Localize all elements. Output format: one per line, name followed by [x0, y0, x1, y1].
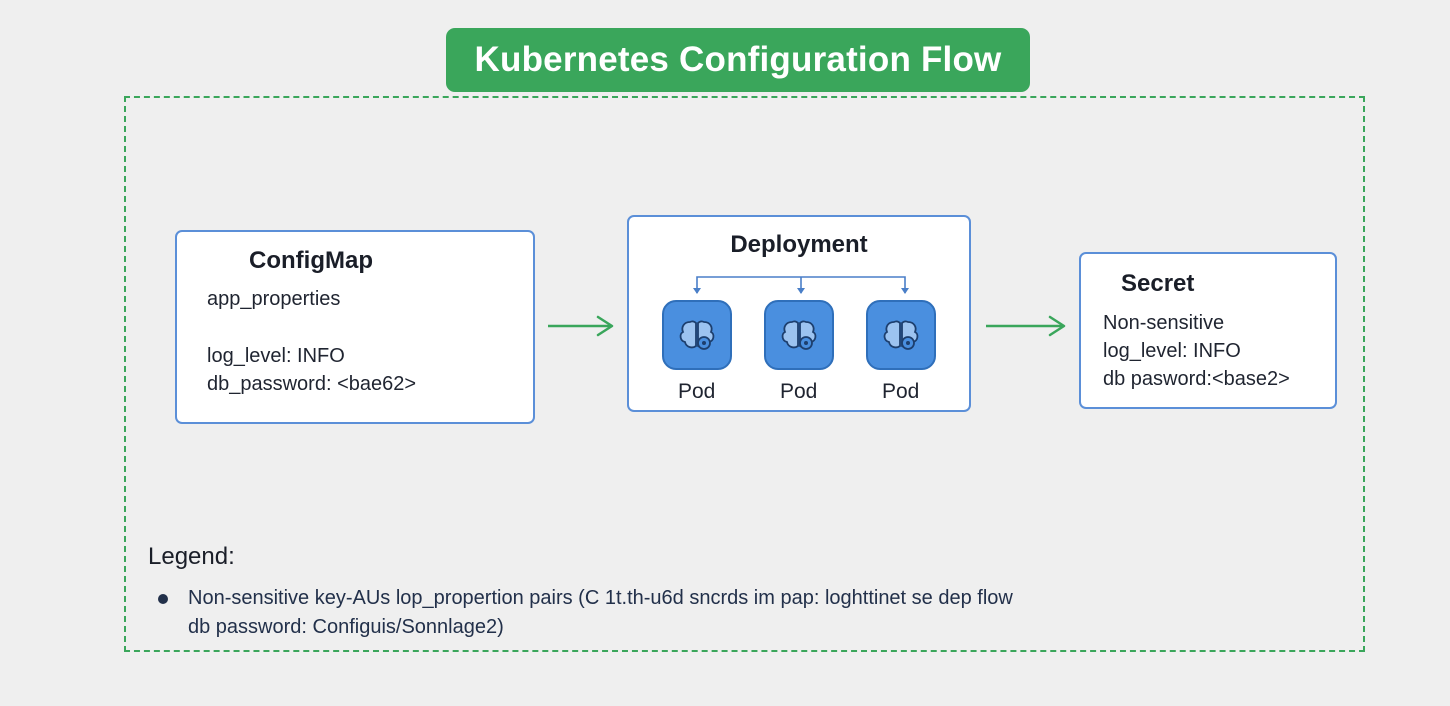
configmap-line: db_password: <bae62>: [207, 373, 417, 395]
deployment-box: Deployment Pod Pod Pod: [627, 215, 971, 412]
secret-line: log_level: INFO: [1103, 340, 1241, 362]
secret-line: db pasword:<base2>: [1103, 368, 1290, 390]
pod-brain-gear-icon: [866, 300, 936, 370]
flow-arrow-configmap-to-deployment: [548, 315, 614, 337]
secret-box: Secret Non-sensitive log_level: INFO db …: [1079, 252, 1337, 409]
legend-title: Legend:: [148, 543, 235, 570]
pod-distribution-connector: [693, 276, 909, 294]
pod-brain-gear-icon: [662, 300, 732, 370]
configmap-box: ConfigMap app_properties log_level: INFO…: [175, 230, 535, 424]
pod-label: Pod: [882, 380, 920, 403]
deployment-heading: Deployment: [730, 231, 868, 258]
bullet-icon: [158, 594, 168, 604]
configmap-heading: ConfigMap: [249, 247, 373, 274]
legend-line: db password: Configuis/Sonnlage2): [188, 616, 504, 638]
configmap-line: log_level: INFO: [207, 345, 345, 367]
pod-label: Pod: [678, 380, 716, 403]
pod-brain-gear-icon: [764, 300, 834, 370]
secret-heading: Secret: [1121, 270, 1195, 297]
configmap-line: app_properties: [207, 288, 341, 310]
cluster-frame: [124, 96, 1365, 652]
secret-line: Non-sensitive: [1103, 312, 1225, 334]
pod-label: Pod: [780, 380, 818, 403]
diagram-title: Kubernetes Configuration Flow: [446, 28, 1030, 92]
flow-arrow-deployment-to-secret: [986, 315, 1066, 337]
legend-line: Non-sensitive key-AUs lop_propertion pai…: [188, 587, 1013, 609]
